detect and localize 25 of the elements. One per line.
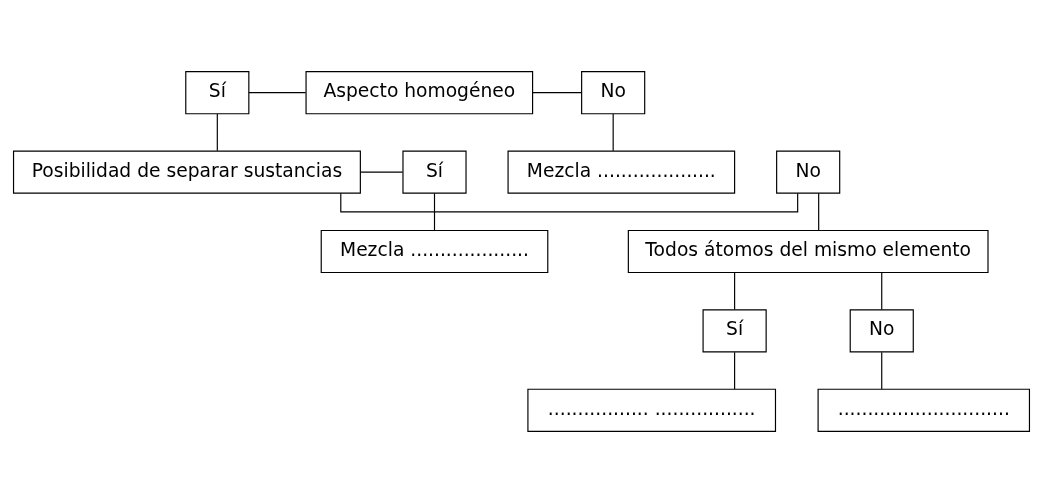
connector <box>532 91 583 93</box>
node-box: Posibilidad de separar sustancias <box>12 150 361 194</box>
node-box: ................. ................. <box>527 388 777 432</box>
node-box: Sí <box>402 150 467 194</box>
node-box: Todos átomos del mismo elemento <box>627 229 989 273</box>
connector <box>433 192 436 231</box>
connector <box>248 91 307 93</box>
node-box: Mezcla .................... <box>507 150 736 194</box>
connector <box>881 351 883 390</box>
node-box: No <box>776 150 841 194</box>
connector <box>734 351 736 390</box>
connector <box>818 192 820 231</box>
node-box: No <box>581 70 646 114</box>
connector <box>734 271 736 310</box>
node-box: ............................. <box>817 388 1031 432</box>
connector <box>340 192 799 212</box>
node-box: Mezcla .................... <box>320 229 549 273</box>
connector <box>359 171 404 173</box>
connector <box>216 112 218 151</box>
node-box: Sí <box>185 70 250 114</box>
node-box: Sí <box>702 308 767 352</box>
node-box: No <box>849 308 914 352</box>
node-box: Aspecto homogéneo <box>305 70 534 114</box>
connector <box>881 271 883 310</box>
connector <box>612 112 614 151</box>
